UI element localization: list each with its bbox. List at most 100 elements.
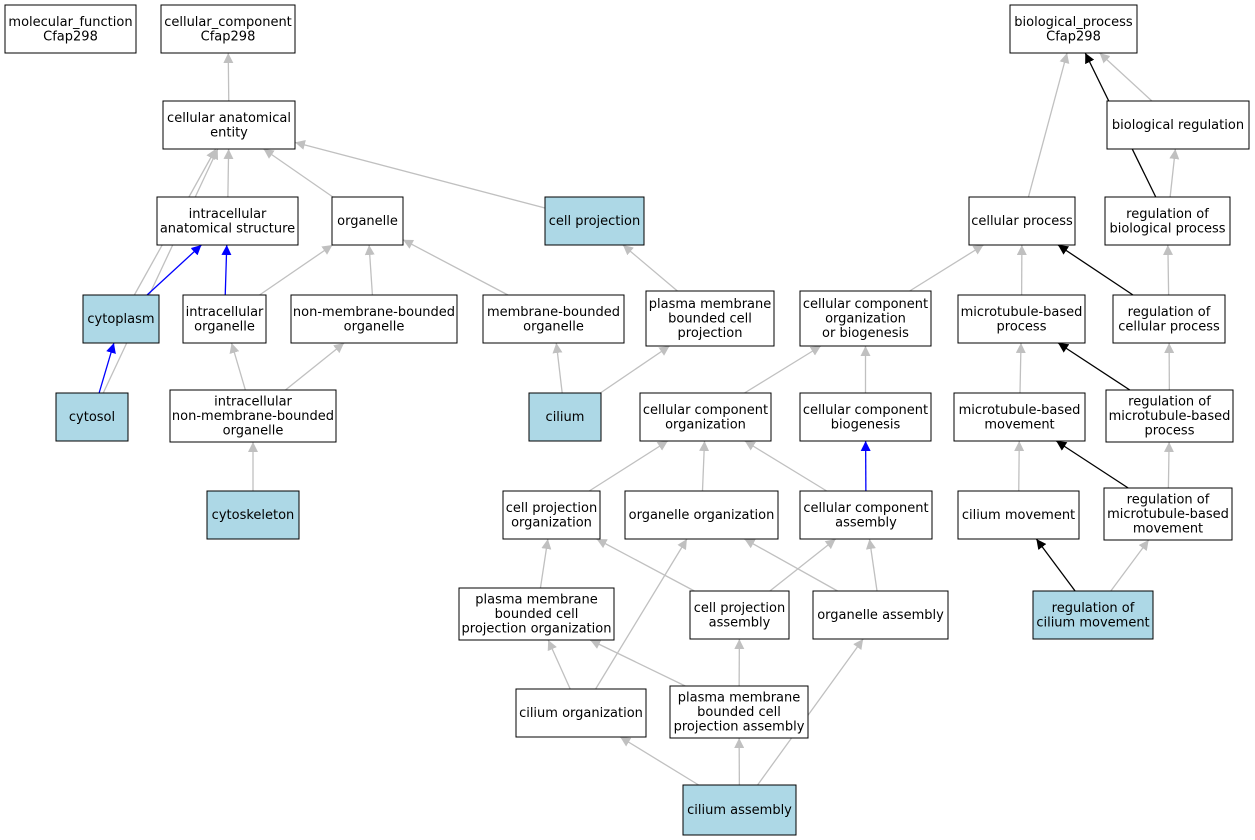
node-cytosol[interactable]: cytosol	[55, 392, 129, 442]
node-box	[799, 490, 933, 540]
node-label-line: microtubule-based	[1107, 507, 1229, 522]
node-label-line: molecular_function	[8, 15, 132, 30]
node-label-line: projection organization	[462, 622, 612, 637]
node-label-line: Cfap298	[201, 29, 256, 44]
node-box	[458, 587, 615, 641]
edge-cca-to-cco	[744, 440, 828, 492]
node-box	[182, 294, 267, 344]
node-label-line: biological_process	[1014, 15, 1133, 30]
node-label-line: plasma membrane	[475, 593, 598, 608]
node-label-line: regulation of	[1052, 601, 1135, 616]
node-label-line: cellular process	[1118, 319, 1220, 334]
node-label-line: intracellular	[189, 207, 267, 222]
node-label-line: regulation of	[1127, 493, 1210, 508]
node-label-line: cell projection	[506, 501, 597, 516]
node-box	[799, 290, 932, 347]
node-box	[544, 196, 645, 246]
node-box	[482, 294, 625, 344]
node-label-line: biological regulation	[1112, 118, 1244, 133]
edge-cilasm-to-orgasm	[757, 638, 864, 786]
edge-mbo-to-org	[402, 239, 509, 296]
edges-layer	[98, 52, 1180, 786]
node-orgorg[interactable]: organelle organization	[624, 490, 779, 540]
node-box	[799, 392, 932, 442]
node-cytoskeleton[interactable]: cytoskeleton	[206, 490, 300, 540]
node-label-line: cellular component	[803, 501, 928, 516]
node-box	[515, 688, 647, 738]
node-label-line: non-membrane-bounded	[293, 305, 455, 320]
node-label-line: process	[997, 319, 1047, 334]
node-cilasm[interactable]: cilium assembly	[682, 784, 797, 836]
edge-org-to-cae	[263, 148, 334, 198]
edge-regmtbm-to-regmtbp	[1163, 441, 1174, 489]
node-label-line: process	[1145, 424, 1195, 439]
node-box	[331, 196, 404, 246]
node-label-line: organelle organization	[629, 508, 775, 523]
node-label-line: movement	[984, 417, 1054, 432]
edge-regmtbp-to-mtbp	[1057, 342, 1131, 391]
node-label-line: cellular_component	[164, 15, 292, 30]
node-cilorg[interactable]: cilium organization	[515, 688, 647, 738]
node-orgasm[interactable]: organelle assembly	[812, 590, 949, 640]
edge-regmtbm-to-mtbm	[1055, 440, 1129, 489]
node-cilium[interactable]: cilium	[528, 392, 602, 442]
node-label-line: cellular component	[803, 403, 928, 418]
node-label-line: non-membrane-bounded	[172, 409, 334, 424]
node-label-line: organelle	[523, 319, 584, 334]
edge-cco-to-ccob	[744, 345, 822, 394]
edge-cilasm-to-cilorg	[619, 736, 699, 786]
node-label-line: Cfap298	[43, 29, 98, 44]
nodes-layer: molecular_functionCfap298cellular_compon…	[4, 4, 1250, 836]
edge-inmbo-to-nmbo	[285, 342, 345, 391]
node-bioreg[interactable]: biological regulation	[1106, 100, 1250, 150]
node-box	[1103, 487, 1233, 541]
node-box	[689, 590, 790, 640]
edge-io-to-ias	[221, 244, 232, 296]
node-label-line: cilium movement	[1036, 615, 1149, 630]
node-inmbo[interactable]: intracellularnon-membrane-boundedorganel…	[169, 389, 337, 443]
node-label-line: cellular process	[971, 214, 1073, 229]
node-box	[1032, 590, 1154, 640]
node-label-line: organelle	[344, 319, 405, 334]
node-label-line: cilium assembly	[687, 803, 792, 818]
edge-cilmov-to-mtbm	[1014, 440, 1025, 492]
edge-nmbo-to-org	[364, 244, 375, 296]
node-cp[interactable]: cell projection	[544, 196, 645, 246]
node-label-line: cilium organization	[519, 706, 643, 721]
node-cyto[interactable]: cytoplasm	[82, 294, 160, 344]
node-label-line: cilium movement	[962, 508, 1075, 523]
node-label-line: intracellular	[186, 305, 264, 320]
node-label-line: microtubule-based	[961, 305, 1083, 320]
node-cilmov[interactable]: cilium movement	[957, 490, 1080, 540]
node-label-line: plasma membrane	[649, 297, 772, 312]
edge-cilorg-to-pmbcpo	[547, 639, 571, 690]
node-org[interactable]: organelle	[331, 196, 404, 246]
node-label-line: assembly	[835, 515, 897, 530]
node-cellproc[interactable]: cellular process	[968, 196, 1076, 246]
node-label-line: entity	[210, 125, 248, 140]
